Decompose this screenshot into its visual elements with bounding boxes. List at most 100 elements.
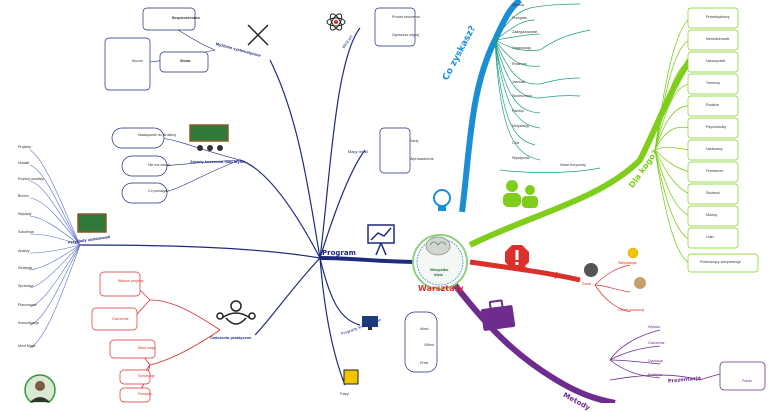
monitor-icon [362, 316, 378, 330]
dla-kogo-node-5[interactable]: Psycholodzy [706, 125, 727, 129]
cwiczenia-node-4[interactable]: Pomysły [138, 392, 152, 396]
dla-kogo-node-0[interactable]: Przedsiębiorcy [706, 15, 730, 19]
lightbulb-icon [433, 189, 451, 211]
program-subbranches [79, 27, 366, 386]
program-mapy-label[interactable]: Mapy myśli [348, 149, 369, 154]
co-zyskasz-node-2[interactable]: Zaangażowanie [512, 30, 538, 34]
co-zyskasz-node-0[interactable]: Wiedzę [512, 3, 524, 7]
mind-map-canvas [24, 0, 766, 403]
atom-icon [326, 13, 346, 31]
gorilla-icon [584, 263, 598, 277]
program-fazy-label[interactable]: Fazy [340, 391, 349, 396]
co-zyskasz-node-7[interactable]: Pamięć [512, 109, 524, 113]
dla-kogo-node-4[interactable]: Rodzice [706, 103, 719, 107]
branch-gwarancja-line [469, 259, 581, 283]
dla-kogo-node-2[interactable]: Nauczyciele [706, 59, 726, 63]
przyklady-node-5[interactable]: Szkolenia [18, 230, 34, 234]
briefcase-icon [480, 299, 516, 331]
dla-kogo-boxes [687, 7, 759, 273]
przyklady-node-11[interactable]: Mind Maps [18, 344, 36, 348]
cwiczenia-node-0[interactable]: Własne projekty [118, 279, 144, 283]
smiley-icon [627, 247, 639, 259]
center-title-line1: Wszystko [430, 267, 449, 272]
mindset-node-0[interactable]: Proces tworzenia [392, 15, 420, 19]
center-node [412, 234, 468, 290]
metody-node-1[interactable]: Ćwiczenia [648, 341, 665, 345]
program-zasady-label[interactable]: Zasady tworzenia map myśli [190, 159, 245, 164]
branch-co-zyskasz-line [459, 0, 522, 213]
center-title-line2: idzie [434, 272, 443, 277]
programy-node-1[interactable]: XMind [424, 343, 435, 347]
co-zyskasz-node-1[interactable]: Porządek [512, 16, 528, 20]
people-icon [503, 180, 538, 208]
zasady-node-0[interactable]: Nawiązanie do struktury [138, 133, 177, 137]
przyklady-node-9[interactable]: Planowanie [18, 303, 37, 307]
co-zyskasz-node-5[interactable]: Jasność [512, 80, 526, 84]
strongman-icon [216, 300, 256, 325]
dla-kogo-node-6[interactable]: Naukowcy [706, 147, 723, 151]
mindset-node-1[interactable]: Zapiszesz więcej [392, 33, 420, 37]
picture-frame-icon [343, 369, 359, 385]
gwarancja-leaf-lines [594, 264, 631, 313]
dla-kogo-node-3[interactable]: Trenerzy [706, 81, 721, 85]
przyklady-node-1[interactable]: Notatki [18, 161, 30, 165]
avatar [24, 374, 56, 403]
metody-node-0[interactable]: Wykład [648, 325, 660, 329]
co-zyskasz-frame [499, 167, 601, 174]
co-zyskasz-node-10[interactable]: Wydajność [512, 156, 530, 160]
przyklady-node-10[interactable]: Komunikacja [18, 321, 39, 325]
arrows-expand-icon [247, 24, 269, 46]
chalkboard-icon [77, 213, 107, 233]
co-zyskasz-node-3[interactable]: Organizację [512, 46, 532, 50]
presentation-board-icon [367, 224, 395, 256]
dla-kogo-node-7[interactable]: Freelancer [706, 169, 724, 173]
branch-program-line [319, 256, 419, 264]
programy-node-0[interactable]: Word [420, 327, 429, 331]
cwiczenia-node-2[interactable]: Mind mapy [138, 346, 156, 350]
przyklady-node-7[interactable]: Strategie [18, 266, 33, 270]
gwarancja-node-2[interactable]: Oferta gwarancji [618, 308, 645, 312]
metody-node-2[interactable]: Dyskusja [648, 359, 663, 363]
co-zyskasz-leaf-lines [494, 3, 591, 161]
mysleniowe-node-1[interactable]: Klucze [132, 59, 143, 63]
mysleniowe-node-2[interactable]: Słowa [180, 59, 191, 63]
przyklady-node-0[interactable]: Projekty [18, 145, 31, 149]
dla-kogo-node-9[interactable]: Mówcy [706, 213, 718, 217]
przyklady-node-8[interactable]: Sprzedaż [18, 284, 34, 288]
co-zyskasz-node-11[interactable]: Nowe horyzonty [560, 163, 586, 167]
dla-kogo-node-8[interactable]: Studenci [706, 191, 720, 195]
branch-program-label[interactable]: Program [322, 249, 356, 257]
zasady-node-1[interactable]: Nie ma zasad [148, 163, 170, 167]
branch-dla-kogo-line [468, 58, 693, 248]
center-title-bottom: Warsztaty [418, 284, 464, 293]
dla-kogo-node-10[interactable]: Lider [706, 235, 714, 239]
gwarancja-node-1[interactable]: Zwrot [582, 282, 591, 286]
co-zyskasz-node-6[interactable]: Skuteczność [512, 94, 533, 98]
dla-kogo-leaf-lines [654, 17, 691, 265]
przyklady-node-4[interactable]: Wykłady [18, 212, 32, 216]
money-bag-icon [634, 277, 646, 289]
co-zyskasz-node-8[interactable]: Motywację [512, 124, 529, 128]
cwiczenia-boxes [91, 271, 156, 403]
przyklady-node-6[interactable]: Analizy [18, 249, 30, 253]
dla-kogo-node-11[interactable]: Podnoszący kompetencje [700, 260, 741, 264]
gwarancja-node-0[interactable]: Satysfakcja [618, 261, 637, 265]
programy-node-2[interactable]: Prezi [420, 361, 429, 365]
mysleniowe-boxes [104, 7, 209, 91]
mysleniowe-node-0[interactable]: Bezpieczeństwo [172, 16, 200, 20]
co-zyskasz-node-4[interactable]: Realność [512, 62, 527, 66]
program-cwiczenia-label[interactable]: Ćwiczenia praktyczne [210, 335, 252, 340]
mapy-node-0[interactable]: Karty [410, 139, 419, 143]
zasady-node-2[interactable]: Co pomaga? [148, 189, 169, 193]
mapy-node-1[interactable]: Wprowadzenie [410, 157, 434, 161]
prezentacja-node-0[interactable]: Pokaz [742, 379, 752, 383]
cwiczenia-node-3[interactable]: Koncepcje [138, 374, 155, 378]
co-zyskasz-node-9[interactable]: Cele [512, 141, 520, 145]
przyklady-node-3[interactable]: Biznes [18, 194, 29, 198]
przyklady-node-2[interactable]: Rozwój osobisty [18, 177, 44, 181]
metody-leaf-lines [609, 329, 741, 381]
zasady-boxes [111, 127, 168, 204]
dla-kogo-node-1[interactable]: Menedżerowie [706, 37, 730, 41]
cwiczenia-node-1[interactable]: Ćwiczenia [112, 317, 129, 321]
metody-node-3[interactable]: Praktyka [648, 373, 662, 377]
